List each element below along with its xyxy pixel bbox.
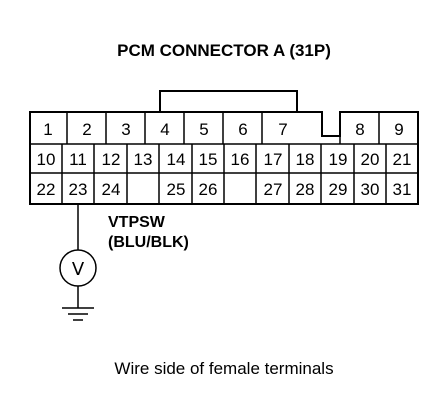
pin-label: 11	[69, 150, 87, 169]
row2-dividers	[61, 144, 387, 173]
pin-label: 14	[167, 150, 186, 169]
row3-pin-labels: 22 23 24 25 26 27 28 29 30 31	[37, 180, 412, 199]
row2-pin-labels: 10 11 12 13 14 15 16 17 18 19 20 21	[37, 150, 412, 169]
pin-label: 31	[393, 180, 412, 199]
pin-label: 12	[102, 150, 121, 169]
diagram-caption: Wire side of female terminals	[114, 359, 333, 378]
pin-label: 24	[102, 180, 121, 199]
pin-label: 25	[167, 180, 186, 199]
connector-lock-tab	[159, 90, 298, 112]
wire-color-label: (BLU/BLK)	[108, 234, 189, 251]
pin-label: 15	[199, 150, 218, 169]
row3-dividers	[61, 173, 387, 204]
pin-label: 2	[82, 120, 91, 139]
ground-icon	[62, 307, 94, 321]
pin-label: 8	[355, 120, 364, 139]
row1-pin-labels: 1 2 3 4 5 6 7 8 9	[43, 120, 403, 139]
voltmeter-symbol: V	[72, 259, 85, 280]
sensor-label: VTPSW	[108, 214, 166, 231]
pin-label: 16	[231, 150, 250, 169]
pin-label: 20	[361, 150, 380, 169]
pin-label: 6	[238, 120, 247, 139]
pin-label: 23	[69, 180, 88, 199]
pin-label: 7	[278, 120, 287, 139]
pin-label: 10	[37, 150, 56, 169]
pin-label: 21	[393, 150, 412, 169]
pin-label: 29	[329, 180, 348, 199]
pin-label: 3	[121, 120, 130, 139]
pin-label: 18	[296, 150, 315, 169]
pin-label: 5	[199, 120, 208, 139]
pin-label: 30	[361, 180, 380, 199]
pin-label: 26	[199, 180, 218, 199]
pin-label: 1	[43, 120, 52, 139]
pin-label: 4	[160, 120, 169, 139]
pin-label: 27	[264, 180, 283, 199]
pin-label: 19	[329, 150, 348, 169]
pin-label: 28	[296, 180, 315, 199]
row3-gap-right	[225, 174, 255, 203]
pin-label: 13	[134, 150, 153, 169]
pin-label: 22	[37, 180, 56, 199]
diagram-title: PCM CONNECTOR A (31P)	[117, 41, 331, 60]
row3-gap-left	[128, 174, 158, 203]
row1-dividers	[66, 112, 380, 144]
pin-label: 17	[264, 150, 283, 169]
pin-label: 9	[394, 120, 403, 139]
